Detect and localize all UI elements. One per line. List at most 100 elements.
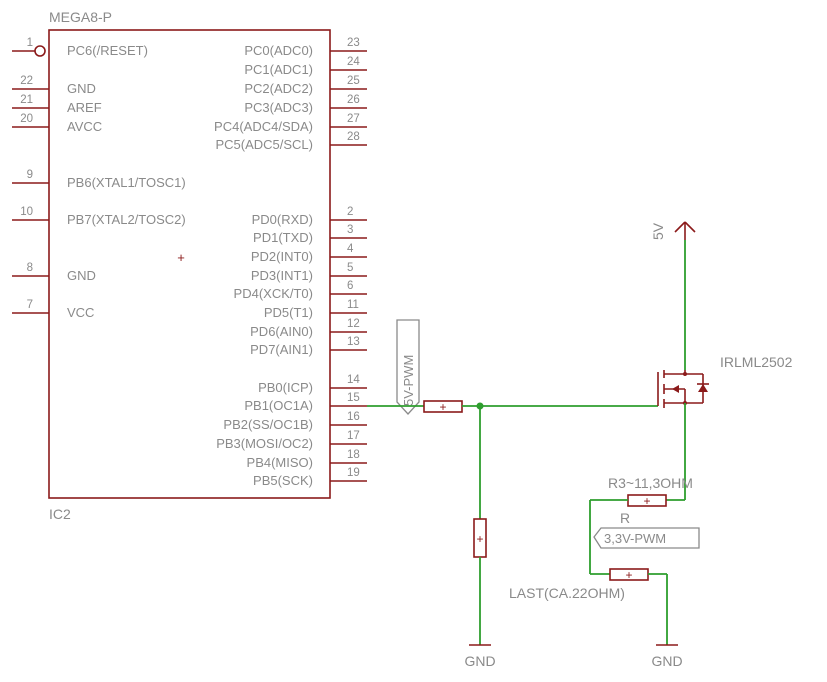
pin-number: 25: [347, 75, 360, 87]
net-flag-5v-pwm: 5V-PWM: [396, 319, 420, 415]
pin-number: 23: [347, 37, 360, 49]
pin-number: 12: [347, 318, 360, 330]
pin-label: PB1(OC1A): [244, 398, 313, 413]
pin-label: AVCC: [67, 119, 102, 134]
mosfet-name: IRLML2502: [720, 354, 793, 370]
pin-number: 6: [347, 280, 353, 292]
load-name: LAST(CA.22OHM): [509, 585, 625, 601]
pin-label: PD2(INT0): [251, 249, 313, 264]
pin-number: 7: [27, 299, 33, 311]
pin-label: PD0(RXD): [252, 212, 313, 227]
ic-part-name: MEGA8-P: [49, 9, 112, 25]
pin-number: 3: [347, 224, 353, 236]
pin-label: PD4(XCK/T0): [234, 286, 313, 301]
pin-number: 10: [20, 206, 33, 218]
r3-value: R: [620, 510, 630, 526]
pin-label: PC5(ADC5/SCL): [215, 137, 313, 152]
ic-reference: IC2: [49, 506, 71, 522]
pin-number: 8: [27, 262, 33, 274]
pin-number: 22: [20, 75, 33, 87]
svg-text:5V: 5V: [650, 222, 666, 240]
load-resistor: +: [609, 568, 649, 582]
pin-label: VCC: [67, 305, 94, 320]
pin-label: PB5(SCK): [253, 473, 313, 488]
pin-label: PB6(XTAL1/TOSC1): [67, 175, 186, 190]
ic-origin-cross: +: [177, 250, 185, 265]
pin-label: PD3(INT1): [251, 268, 313, 283]
pin-label: PD7(AIN1): [250, 342, 313, 357]
pin-label: PC1(ADC1): [244, 62, 313, 77]
pin-label: PB3(MOSI/OC2): [216, 436, 313, 451]
pin-label: PB2(SS/OC1B): [223, 417, 313, 432]
pulldown-resistor: +: [473, 518, 487, 558]
mosfet-symbol: [657, 370, 709, 408]
pin-label: PB4(MISO): [247, 455, 313, 470]
ic-body: [48, 29, 331, 499]
pin-number: 24: [347, 56, 360, 68]
pin-number: 9: [27, 169, 33, 181]
svg-text:5V-PWM: 5V-PWM: [401, 355, 416, 406]
pin-number: 18: [347, 449, 360, 461]
pin-number: 11: [347, 299, 359, 311]
pin-label: GND: [67, 81, 96, 96]
pin-number: 27: [347, 113, 360, 125]
pin-number: 2: [347, 206, 353, 218]
pin-number: 21: [20, 94, 33, 106]
net-flag-3v3-pwm: 3,3V-PWM: [593, 527, 700, 549]
series-resistor: +: [423, 400, 463, 414]
r3-name: R3~11,3OHM: [608, 475, 693, 491]
svg-text:+: +: [439, 400, 446, 414]
pin-number: 5: [347, 262, 353, 274]
gnd-symbol-1: GND: [464, 644, 496, 669]
pin-label: PC3(ADC3): [244, 100, 313, 115]
svg-text:+: +: [643, 494, 650, 508]
pin-number: 16: [347, 411, 360, 423]
pin-number: 26: [347, 94, 360, 106]
pin-number: 28: [347, 131, 360, 143]
supply-5v-symbol: 5V: [650, 221, 696, 240]
svg-text:GND: GND: [464, 653, 495, 669]
pin-label: AREF: [67, 100, 102, 115]
pin-number: 13: [347, 336, 360, 348]
pin-label: PC6(/RESET): [67, 43, 148, 58]
pin-label: PC4(ADC4/SDA): [214, 119, 313, 134]
gnd-symbol-2: GND: [651, 644, 683, 669]
svg-text:+: +: [625, 568, 632, 582]
pin-label: PB0(ICP): [258, 380, 313, 395]
reset-inversion-bubble: [34, 45, 46, 57]
pin-label: PC2(ADC2): [244, 81, 313, 96]
r3-resistor: +: [627, 494, 667, 508]
svg-text:GND: GND: [651, 653, 682, 669]
ic-right-pins: 23PC0(ADC0)24PC1(ADC1)25PC2(ADC2)26PC3(A…: [214, 37, 367, 488]
pin-number: 15: [347, 392, 360, 404]
svg-text:3,3V-PWM: 3,3V-PWM: [604, 531, 666, 546]
pin-label: PD5(T1): [264, 305, 313, 320]
